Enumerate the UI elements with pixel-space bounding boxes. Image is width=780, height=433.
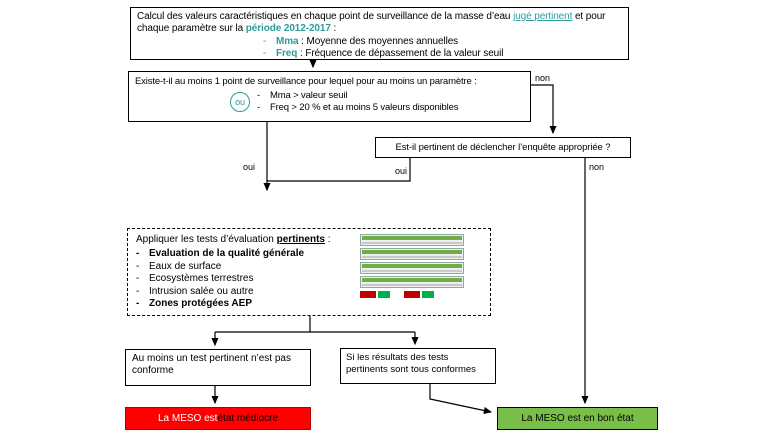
link-juge-pertinent[interactable]: jugé pertinent [513,11,573,22]
status-cell-red [404,291,420,298]
condition-mma: -Mma > valeur seuil [257,90,458,102]
node-calcul-valeurs: Calcul des valeurs caractéristiques en c… [130,7,629,60]
outcome-non-conforme-text: Au moins un test pertinent n’est pas con… [132,353,291,376]
question-enquete-text: Est-il pertinent de déclencher l’enquête… [395,141,611,153]
test-dash: - [136,248,140,259]
calcul-valeurs-text: Calcul des valeurs caractéristiques en c… [137,11,622,35]
condition-list: -Mma > valeur seuil -Freq > 20 % et au m… [257,90,459,114]
status-cell-red [360,291,376,298]
status-cell-spacer [392,291,402,298]
bullet-dash: - [263,48,267,59]
status-cell-green [378,291,390,298]
test-item-text: Evaluation de la qualité générale [149,248,305,259]
test-item-intrusion-salee: -Intrusion salée ou autre [136,286,482,299]
test-dash: - [136,260,140,272]
status-mediocre-text-dark: état médiocre [217,412,279,424]
node-status-bon-etat: La MESO est en bon état [497,407,658,430]
question-surveillance-conditions: ou -Mma > valeur seuil -Freq > 20 % et a… [230,90,524,114]
term-freq: Freq [276,48,298,59]
tests-title-suffix: : [324,234,331,245]
test-item-text: Intrusion salée ou autre [149,285,254,297]
test-item-text: Ecosystèmes terrestres [149,273,254,284]
arrow-pass-to-good [429,384,493,415]
edge-label-q2-oui: oui [395,166,408,176]
test-item-text: Zones protégées AEP [149,298,252,309]
mini-table-icon [360,276,464,288]
calcul-text-part2: et pour chaque paramètre sur la [137,11,606,34]
node-question-enquete: Est-il pertinent de déclencher l’enquête… [375,137,631,158]
node-status-mediocre: La MESO est état médiocre [125,407,311,430]
mini-table-icon [360,248,464,260]
arrow-q2-oui-merge [263,158,411,192]
question-surveillance-text: Existe-t-il au moins 1 point de surveill… [135,76,477,87]
node-question-surveillance: Existe-t-il au moins 1 point de surveill… [128,71,531,122]
node-tests-evaluation: Appliquer les tests d’évaluation pertine… [127,228,491,316]
mini-table-line [362,284,462,286]
status-cells-icon [360,291,464,298]
mini-table-line [362,270,462,272]
node-outcome-non-conforme: Au moins un test pertinent n’est pas con… [125,349,311,386]
status-cell-green [422,291,434,298]
test-item-text: Eaux de surface [149,260,222,272]
node-outcome-conformes: Si les résultats des tests pertinents so… [340,348,496,384]
bullet-freq: -Freq : Fréquence de dépassement de la v… [263,48,622,59]
condition-dash: - [257,102,261,113]
mini-table-header [362,264,462,268]
desc-freq: : Fréquence de dépassement de la valeur … [297,48,504,59]
condition-dash: - [257,90,261,101]
period-highlight: période 2012-2017 [245,23,331,34]
arrow-q1-non-to-q2 [530,84,557,135]
test-item-qualite-generale: -Evaluation de la qualité générale [136,248,482,261]
outcome-conformes-text: Si les résultats des tests pertinents so… [346,352,476,375]
desc-mma: : Moyenne des moyennes annuelles [298,36,459,47]
tests-title-emphasis: pertinents [276,234,325,245]
condition-freq-text: Freq > 20 % et au moins 5 valeurs dispon… [270,102,459,113]
calcul-text-part1: Calcul des valeurs caractéristiques en c… [137,11,514,22]
mini-table-header [362,236,462,240]
condition-freq: -Freq > 20 % et au moins 5 valeurs dispo… [257,102,459,114]
test-item-zones-aep: -Zones protégées AEP [136,298,482,311]
edge-label-q2-non: non [589,162,605,172]
mini-table-header [362,250,462,254]
mini-table-line [362,256,462,258]
calcul-bullets: -Mma : Moyenne des moyennes annuelles -F… [263,36,622,59]
status-mediocre-text-light: La MESO est [157,412,218,424]
status-bon-etat-text: La MESO est en bon état [521,412,634,424]
bullet-mma: -Mma : Moyenne des moyennes annuelles [263,36,622,48]
bullet-dash: - [263,36,267,47]
mini-table-header [362,278,462,282]
edge-label-q1-oui: oui [243,162,256,172]
test-dash: - [136,273,140,284]
mini-table-icon [360,234,464,246]
condition-mma-text: Mma > valeur seuil [270,90,348,101]
test-item-ecosystemes: -Ecosystèmes terrestres [136,273,482,286]
term-mma: Mma [276,36,299,47]
tests-thumbnail [360,234,464,298]
mini-table-line [362,242,462,244]
tests-title-prefix: Appliquer les tests d’évaluation [136,234,277,245]
mini-table-icon [360,262,464,274]
test-dash: - [136,285,140,297]
or-circle: ou [230,92,250,112]
test-dash: - [136,298,140,309]
calcul-text-end: : [330,23,337,34]
tests-title: Appliquer les tests d’évaluation pertine… [136,234,482,246]
test-item-eaux-surface: -Eaux de surface [136,261,482,274]
edge-label-q1-non: non [535,73,551,83]
